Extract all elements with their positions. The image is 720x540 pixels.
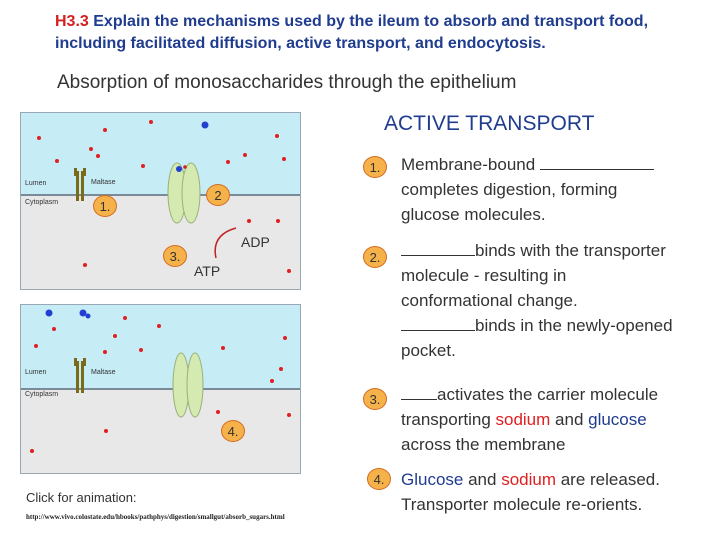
step-1-text: Membrane-bound completes digestion, form… xyxy=(401,152,654,227)
step-2-line5: pocket. xyxy=(401,338,673,363)
step-1-line1: Membrane-bound xyxy=(401,155,535,174)
adp-label: ADP xyxy=(241,234,270,250)
step-3-line2c: and xyxy=(550,410,588,429)
step-3-line3: across the membrane xyxy=(401,432,658,457)
panel-top-graphics xyxy=(21,113,300,289)
maltase-enzyme-icon xyxy=(74,168,86,201)
atp-label: ATP xyxy=(194,263,220,279)
title-code: H3.3 xyxy=(55,13,89,30)
active-transport-heading: ACTIVE TRANSPORT xyxy=(384,112,594,136)
blank-answer-line xyxy=(401,241,475,256)
slide-subtitle: Absorption of monosaccharides through th… xyxy=(57,72,516,94)
step-marker-1: 1. xyxy=(93,195,117,217)
diagram-panel-bottom[interactable]: Lumen Cytoplasm Maltase 4. xyxy=(20,304,301,474)
step-4-line1b: and xyxy=(463,470,501,489)
glucose-word: glucose xyxy=(588,410,647,429)
step-4-badge: 4. xyxy=(367,468,391,490)
transporter-protein-icon xyxy=(168,163,200,223)
title-text: Explain the mechanisms used by the ileum… xyxy=(55,13,648,52)
step-2-line3: conformational change. xyxy=(401,288,673,313)
step-3-line1: activates the carrier molecule xyxy=(437,385,658,404)
blank-answer-line xyxy=(401,385,437,400)
step-4-text: Glucose and sodium are released. Transpo… xyxy=(401,467,660,517)
step-marker-2: 2 xyxy=(206,184,230,206)
animation-link[interactable]: http://www.vivo.colostate.edu/hbooks/pat… xyxy=(26,513,285,521)
step-1-line2: completes digestion, forming xyxy=(401,177,654,202)
step-2-line1: binds with the transporter xyxy=(475,241,666,260)
diagram-panel-top[interactable]: Lumen Cytoplasm Maltase xyxy=(20,112,301,290)
step-1-line3: glucose molecules. xyxy=(401,202,654,227)
step-4-line2: Transporter molecule re-orients. xyxy=(401,492,660,517)
step-2-line4: binds in the newly-opened xyxy=(475,316,673,335)
slide-title: H3.3 Explain the mechanisms used by the … xyxy=(55,11,675,55)
step-2-line2: molecule - resulting in xyxy=(401,263,673,288)
glucose-word: Glucose xyxy=(401,470,463,489)
step-marker-4: 4. xyxy=(221,420,245,442)
blank-answer-line xyxy=(401,316,475,331)
transporter-protein-icon xyxy=(173,353,203,417)
sodium-word: sodium xyxy=(501,470,556,489)
step-4-line1d: are released. xyxy=(556,470,660,489)
click-for-animation-label: Click for animation: xyxy=(26,490,137,505)
step-3-text: activates the carrier molecule transport… xyxy=(401,382,658,457)
panel-bottom-graphics xyxy=(21,305,300,473)
sodium-word: sodium xyxy=(496,410,551,429)
step-2-text: binds with the transporter molecule - re… xyxy=(401,238,673,363)
step-1-badge: 1. xyxy=(363,156,387,178)
step-3-line2a: transporting xyxy=(401,410,496,429)
step-marker-3: 3. xyxy=(163,245,187,267)
step-3-badge: 3. xyxy=(363,388,387,410)
step-2-badge: 2. xyxy=(363,246,387,268)
maltase-enzyme-icon xyxy=(74,358,86,393)
blank-answer-line xyxy=(540,155,654,170)
